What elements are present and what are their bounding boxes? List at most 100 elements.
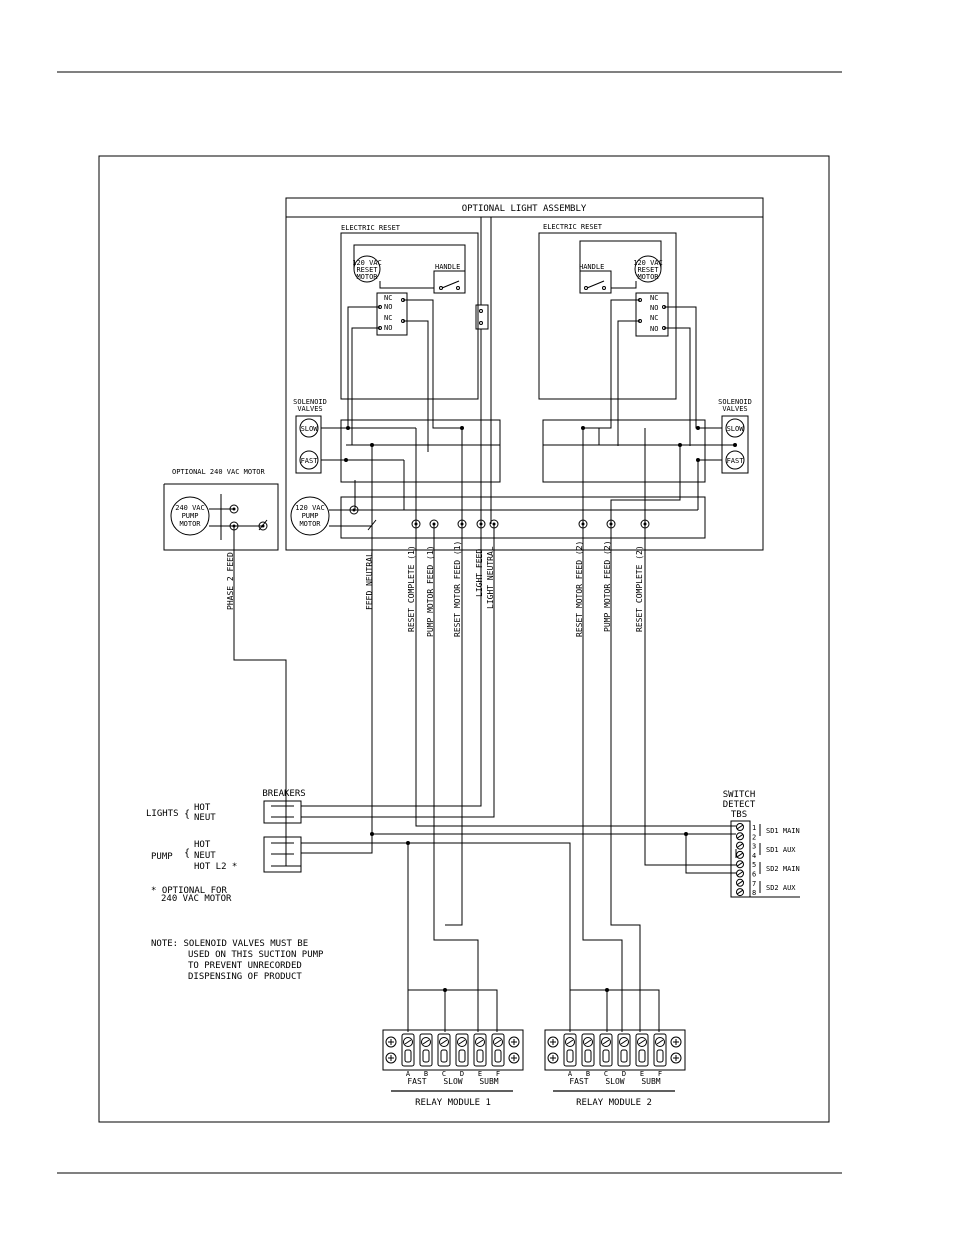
mount-screw [508,1052,520,1064]
tbs-terminal [736,878,744,887]
tbs-terminal-number: 1 [752,824,756,832]
optional-note-1: * OPTIONAL FOR [151,886,227,896]
electric-reset-left-label: ELECTRIC RESET [341,224,401,232]
svg-text:NEUT: NEUT [194,813,216,823]
optional-note-2: 240 VAC MOTOR [161,894,232,904]
svg-text:TBS: TBS [731,810,747,820]
relay-letter: B [424,1070,428,1078]
tbs-terminal-number: 2 [752,833,756,841]
svg-text:TO PREVENT UNRECORDED: TO PREVENT UNRECORDED [188,961,302,971]
tbs-terminal [736,860,744,869]
note: NOTE: SOLENOID VALVES MUST BE USED ON TH… [151,939,324,982]
relay-letter: A [568,1070,573,1078]
light-assembly: OPTIONAL LIGHT ASSEMBLY ELECTRIC RESET E… [285,197,764,551]
relay-module-1-label: RELAY MODULE 1 [415,1098,491,1108]
handle-left-label: HANDLE [435,263,460,271]
relay-group-label: SUBM [479,1077,498,1086]
main-block-terminals [344,426,737,531]
handle-switch-left [433,270,466,294]
svg-text:SD1 MAIN: SD1 MAIN [766,827,800,835]
svg-text:NC: NC [650,294,658,302]
relay-letter: F [658,1070,662,1078]
relay-terminal [637,1037,647,1047]
svg-text:FAST: FAST [301,457,319,465]
mount-screw [547,1036,559,1048]
svg-text:{: { [184,848,190,859]
mount-screw [385,1036,397,1048]
wire-label-reset-complete-2: RESET COMPLETE (2) [635,545,644,632]
pump-label: PUMP [151,852,173,862]
svg-text:SLOW: SLOW [301,425,319,433]
svg-text:NO: NO [384,324,392,332]
svg-text:RESET: RESET [356,266,378,274]
wire-label-phase2: PHASE 2 FEED [226,552,235,610]
relay-letter: B [586,1070,590,1078]
svg-text:FAST: FAST [727,457,745,465]
tbs-terminal [736,841,744,850]
svg-text:USED ON THIS SUCTION PUMP: USED ON THIS SUCTION PUMP [188,950,324,960]
relay-terminal [601,1037,611,1047]
relay-terminal [403,1037,413,1047]
wire-label-light-neutral: LIGHT NEUTRAL [486,546,495,609]
relay-group-label: FAST [407,1077,426,1086]
svg-text:SOLENOID: SOLENOID [718,398,752,406]
svg-text:PUMP: PUMP [302,512,319,520]
relay-terminal [655,1037,665,1047]
mount-screw [385,1052,397,1064]
fast-valve-left [299,450,319,470]
slow-valve-left [299,418,319,438]
relay-group-label: SUBM [641,1077,660,1086]
wire-label-reset-motor-feed-2: RESET MOTOR FEED (2) [575,541,584,637]
relay-group-label: SLOW [605,1077,624,1086]
relay-letter: C [442,1070,446,1078]
svg-text:HOT L2 *: HOT L2 * [194,862,237,872]
tbs-terminal-number: 8 [752,889,756,897]
pump-motor-120: 120 VAC PUMP MOTOR [290,496,330,536]
wire-labels: PHASE 2 FEED FEED NEUTRAL RESET COMPLETE… [226,540,644,637]
svg-text:SD2 AUX: SD2 AUX [766,884,796,892]
handle-right-label: HANDLE [579,263,604,271]
svg-text:NO: NO [650,304,658,312]
electric-reset-right [538,232,677,400]
wire-label-light-feed: LIGHT FEED [475,549,484,597]
assembly-title: OPTIONAL LIGHT ASSEMBLY [462,204,587,214]
svg-text:DETECT: DETECT [723,800,756,810]
svg-text:{: { [184,809,190,820]
relay-group-label: SLOW [443,1077,462,1086]
svg-text:NC: NC [384,314,392,322]
svg-text:HOT: HOT [194,840,211,850]
wire-label-reset-motor-feed-1: RESET MOTOR FEED (1) [453,541,462,637]
wire-label-feed-neutral: FEED NEUTRAL [365,552,374,610]
svg-text:DISPENSING OF PRODUCT: DISPENSING OF PRODUCT [188,972,302,982]
svg-text:SOLENOID: SOLENOID [293,398,327,406]
tbs-terminal-number: 6 [752,871,756,879]
tbs-terminal-number: 5 [752,861,756,869]
svg-text:NEUT: NEUT [194,851,216,861]
svg-text:SD2 MAIN: SD2 MAIN [766,865,800,873]
relay-terminal [457,1037,467,1047]
wire-label-pump-motor-feed-1: PUMP MOTOR FEED (1) [426,545,435,637]
svg-text:SWITCH: SWITCH [723,790,756,800]
light-switch [475,304,489,330]
svg-text:NO: NO [650,325,658,333]
optional-240-motor: OPTIONAL 240 VAC MOTOR 240 VAC PUMP MOTO… [163,468,279,551]
relay-letter: D [460,1070,464,1078]
svg-text:SLOW: SLOW [727,425,745,433]
svg-text:MOTOR: MOTOR [356,273,378,281]
relay-letter: E [478,1070,482,1078]
relay-terminal [493,1037,503,1047]
svg-text:120 VAC: 120 VAC [352,259,382,267]
svg-text:VALVES: VALVES [297,405,322,413]
svg-text:VALVES: VALVES [722,405,747,413]
tbs-terminal [736,823,744,831]
svg-text:NC: NC [650,314,658,322]
reset-contacts-right [635,292,669,337]
slow-valve-right [725,418,745,438]
fast-valve-right [725,450,745,470]
breakers: BREAKERS LIGHTS { HOT NEUT PUMP { HOT NE… [146,789,306,904]
relay-letter: D [622,1070,626,1078]
svg-text:NO: NO [384,303,392,311]
svg-text:PUMP: PUMP [182,512,199,520]
